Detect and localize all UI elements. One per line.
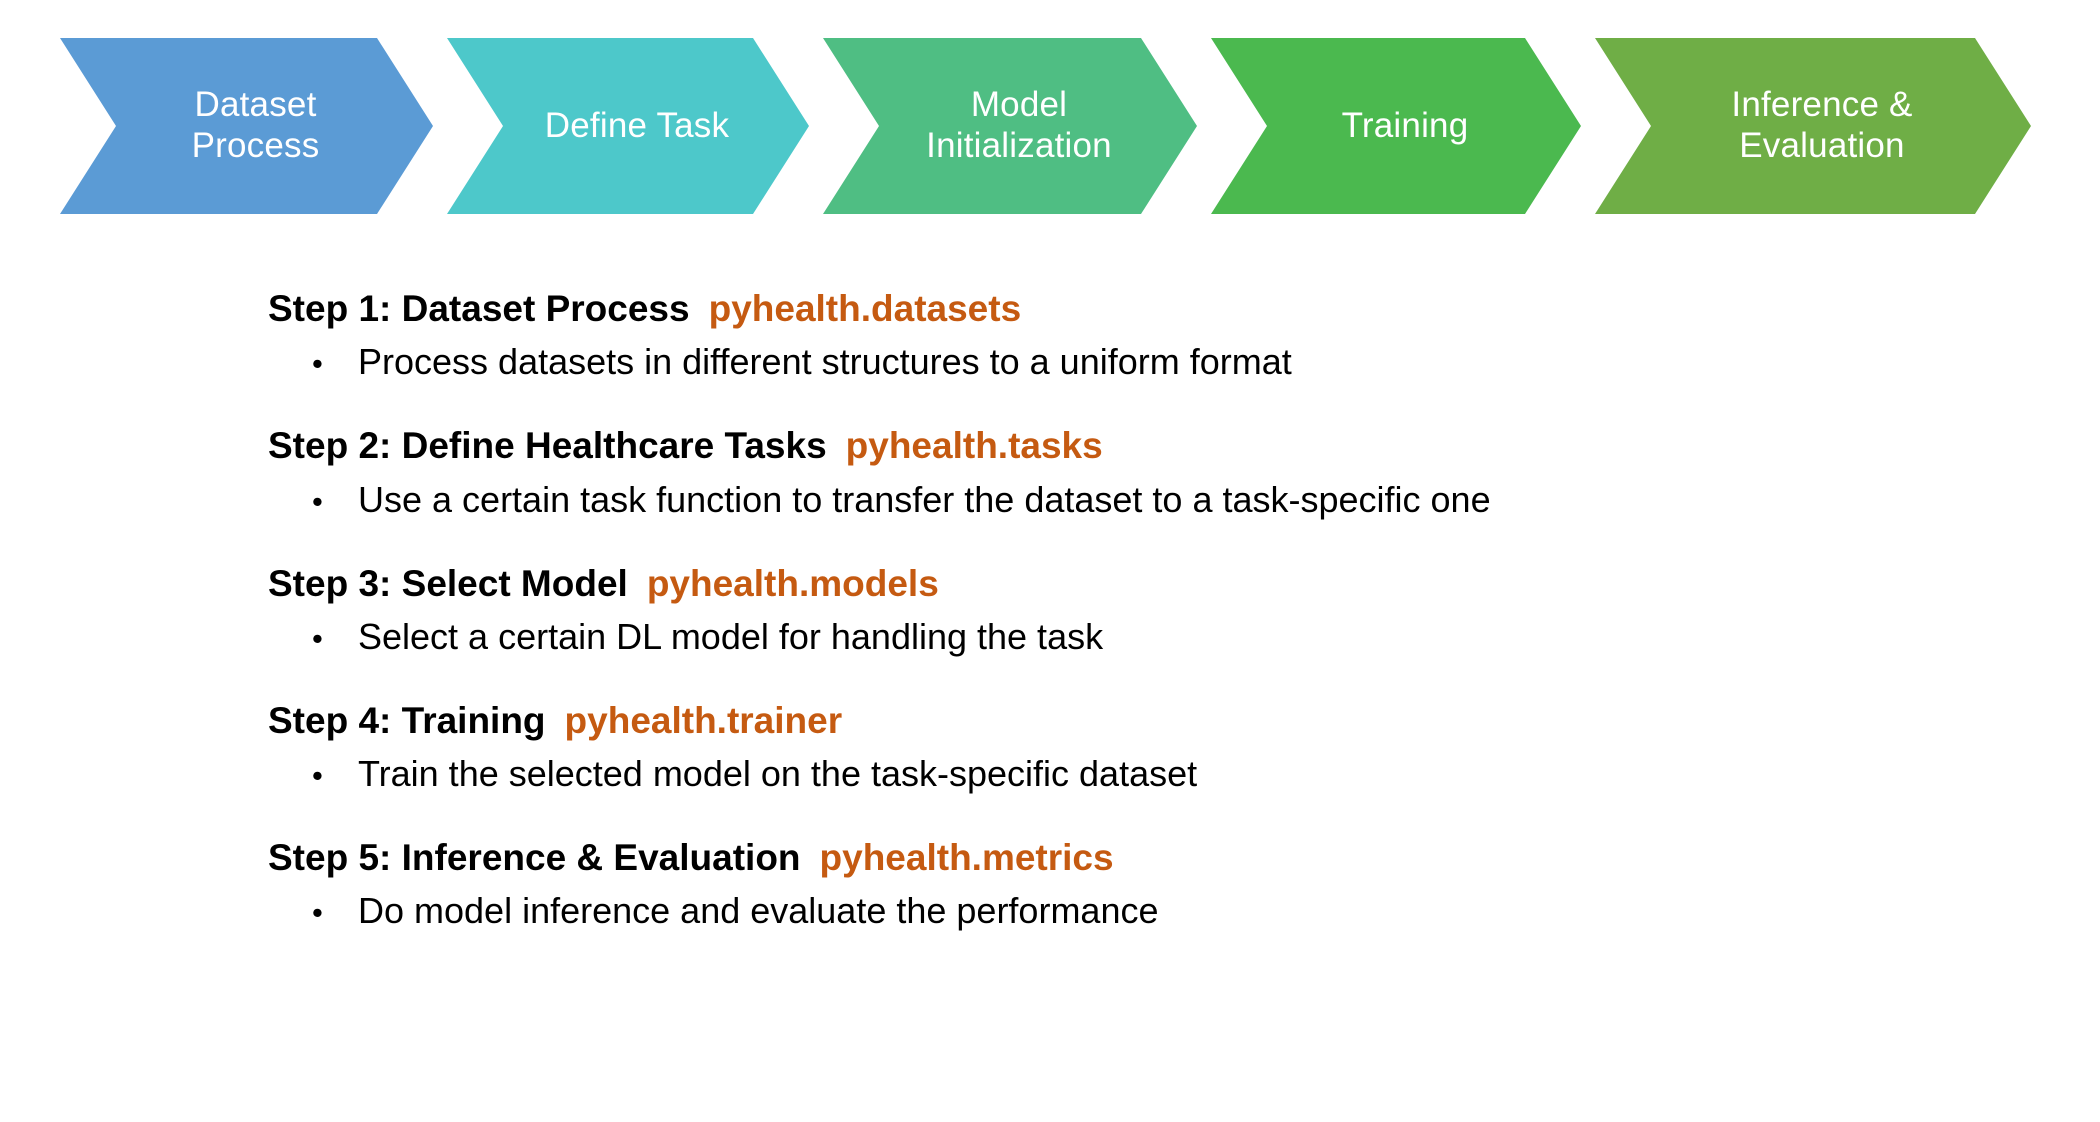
pipeline-stage-5-label: Inference & Evaluation: [1687, 85, 1938, 167]
pipeline-flow: Dataset Process Define Task Model Initia…: [60, 38, 2045, 214]
step-item: Step 3: Select Model pyhealth.models • Se…: [268, 560, 2058, 659]
step-3-heading: Step 3: Select Model pyhealth.models: [268, 560, 2058, 607]
step-5-module: pyhealth.metrics: [820, 837, 1114, 878]
bullet-marker-icon: •: [312, 348, 358, 379]
step-2-module: pyhealth.tasks: [846, 425, 1103, 466]
step-4-heading: Step 4: Training pyhealth.trainer: [268, 697, 2058, 744]
step-5-heading-text: Step 5: Inference & Evaluation: [268, 837, 801, 878]
bullet-marker-icon: •: [312, 760, 358, 791]
pipeline-stage-1[interactable]: Dataset Process: [60, 38, 433, 214]
bullet-marker-icon: •: [312, 486, 358, 517]
step-4-bullet-text: Train the selected model on the task-spe…: [358, 752, 1197, 796]
step-2-heading-text: Step 2: Define Healthcare Tasks: [268, 425, 827, 466]
step-item: Step 5: Inference & Evaluation pyhealth.m…: [268, 834, 2058, 933]
step-item: Step 1: Dataset Process pyhealth.datasets…: [268, 285, 2058, 384]
pipeline-stage-2-label: Define Task: [501, 106, 755, 147]
pipeline-stage-3-label: Model Initialization: [882, 85, 1138, 167]
step-4-heading-text: Step 4: Training: [268, 700, 546, 741]
step-3-heading-text: Step 3: Select Model: [268, 563, 628, 604]
step-1-heading-text: Step 1: Dataset Process: [268, 288, 690, 329]
step-2-bullet-row: • Use a certain task function to transfe…: [268, 478, 2058, 522]
step-2-bullet-text: Use a certain task function to transfer …: [358, 478, 1491, 522]
step-3-bullet-row: • Select a certain DL model for handling…: [268, 615, 2058, 659]
bullet-marker-icon: •: [312, 623, 358, 654]
step-5-bullet-row: • Do model inference and evaluate the pe…: [268, 889, 2058, 933]
step-5-bullet-text: Do model inference and evaluate the perf…: [358, 889, 1159, 933]
step-1-module: pyhealth.datasets: [709, 288, 1022, 329]
step-1-heading: Step 1: Dataset Process pyhealth.datasets: [268, 285, 2058, 332]
pipeline-stage-3[interactable]: Model Initialization: [823, 38, 1197, 214]
pipeline-stage-4-label: Training: [1298, 106, 1495, 147]
step-1-bullet-row: • Process datasets in different structur…: [268, 340, 2058, 384]
pipeline-stage-4[interactable]: Training: [1211, 38, 1581, 214]
step-5-heading: Step 5: Inference & Evaluation pyhealth.m…: [268, 834, 2058, 881]
steps-list: Step 1: Dataset Process pyhealth.datasets…: [268, 285, 2058, 933]
pipeline-stage-2[interactable]: Define Task: [447, 38, 809, 214]
step-item: Step 2: Define Healthcare Tasks pyhealth.…: [268, 422, 2058, 521]
bullet-marker-icon: •: [312, 897, 358, 928]
pipeline-stage-5[interactable]: Inference & Evaluation: [1595, 38, 2031, 214]
step-1-bullet-text: Process datasets in different structures…: [358, 340, 1292, 384]
step-4-bullet-row: • Train the selected model on the task-s…: [268, 752, 2058, 796]
step-item: Step 4: Training pyhealth.trainer • Train…: [268, 697, 2058, 796]
pipeline-stage-1-label: Dataset Process: [148, 85, 346, 167]
step-3-bullet-text: Select a certain DL model for handling t…: [358, 615, 1103, 659]
step-2-heading: Step 2: Define Healthcare Tasks pyhealth.…: [268, 422, 2058, 469]
step-3-module: pyhealth.models: [647, 563, 939, 604]
step-4-module: pyhealth.trainer: [565, 700, 843, 741]
